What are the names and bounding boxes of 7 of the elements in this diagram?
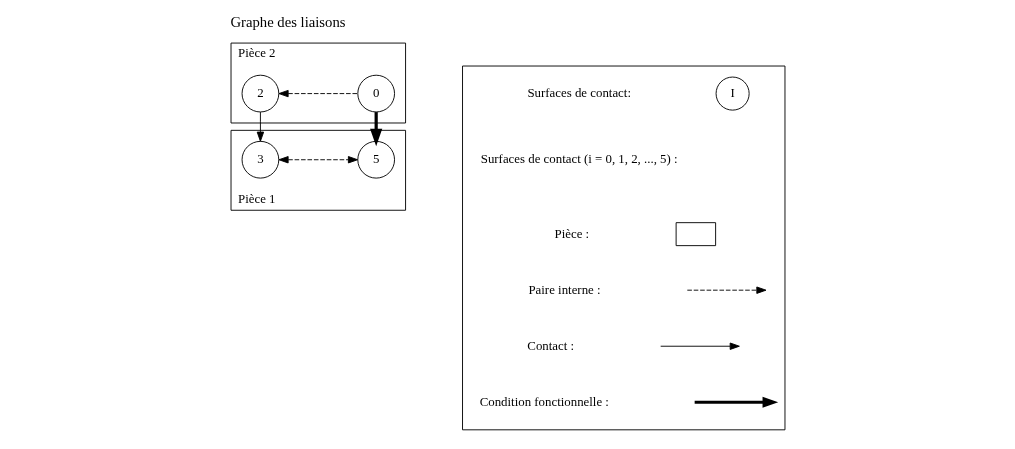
legend-label: Surfaces de contact: <box>526 85 631 100</box>
legend-label: Paire interne : <box>527 282 601 297</box>
legend-label: Condition fonctionnelle : <box>479 394 609 409</box>
diagram-title: Graphe des liaisons <box>229 14 345 31</box>
legend-label: Pièce : <box>554 226 589 241</box>
legend-label: Surfaces de contact (i = 0, 1, 2, ..., 5) : <box>480 152 678 167</box>
legend-label: Contact : <box>526 338 574 353</box>
